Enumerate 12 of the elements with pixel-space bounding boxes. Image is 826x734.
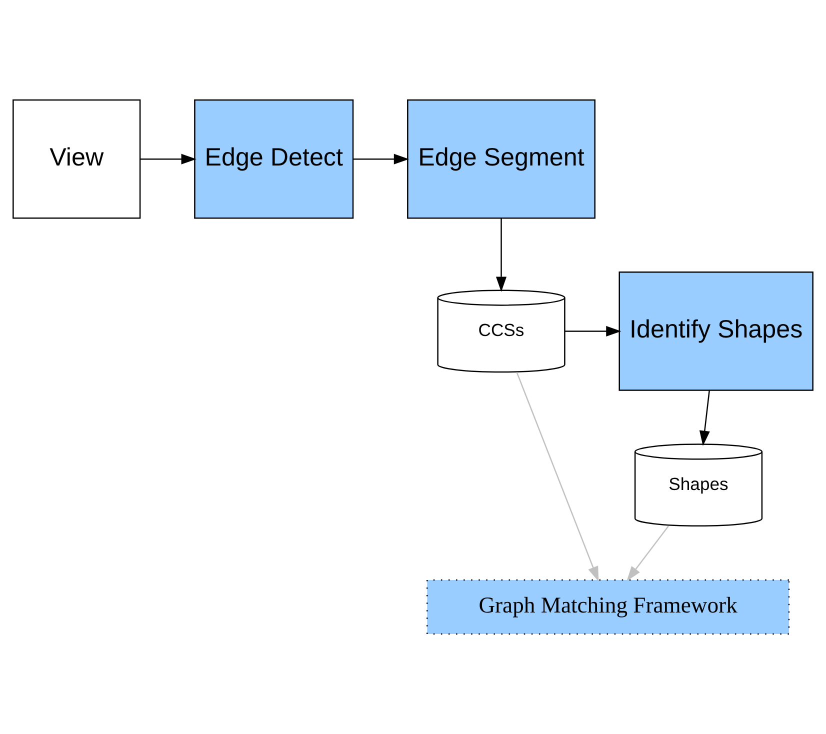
- arrow: [516, 372, 599, 582]
- arrow: [565, 326, 622, 336]
- node-box: Edge Segment: [407, 99, 596, 219]
- arrow: [353, 154, 409, 164]
- node-box: Graph Matching Framework: [426, 579, 790, 635]
- arrow: [496, 218, 507, 292]
- node-box: View: [12, 99, 141, 219]
- arrow: [699, 390, 710, 446]
- arrow: [140, 154, 196, 164]
- node-box: Identify Shapes: [618, 272, 814, 391]
- arrow: [626, 526, 669, 582]
- node-box: Edge Detect: [194, 99, 354, 219]
